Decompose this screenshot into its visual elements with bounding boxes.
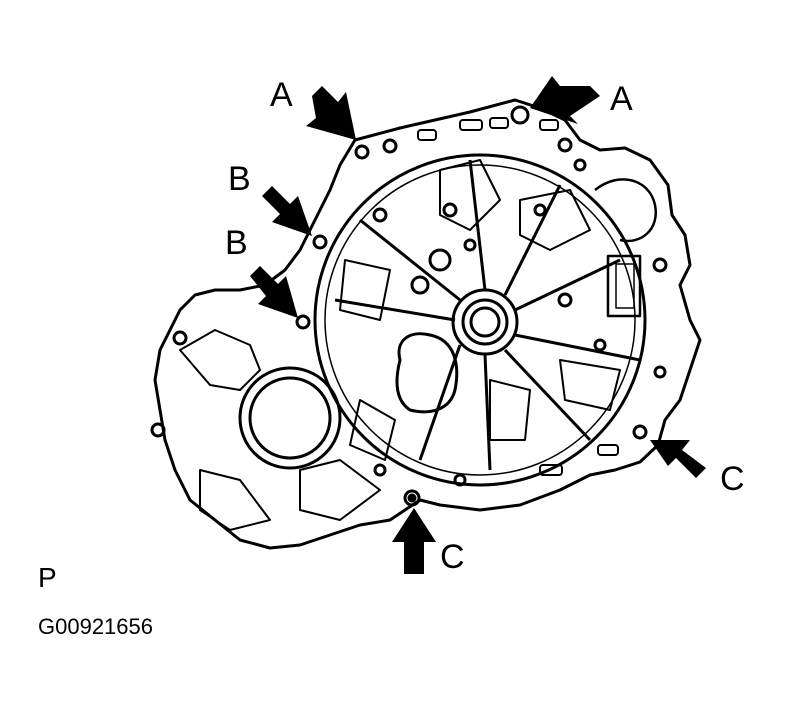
arrow-b-upper xyxy=(262,186,312,236)
arrow-a-left xyxy=(306,86,356,140)
view-label: P xyxy=(38,562,57,593)
callout-c-right: C xyxy=(720,460,745,498)
callout-a-right: A xyxy=(610,80,633,118)
bell-housing-ring xyxy=(313,153,647,487)
callout-b-lower: B xyxy=(225,224,248,262)
callout-b-upper: B xyxy=(228,160,251,198)
callout-c-lower: C xyxy=(440,538,465,576)
arrow-b-lower xyxy=(250,266,298,318)
arrow-c-right xyxy=(650,440,706,478)
callout-a-left: A xyxy=(270,76,293,114)
figure-id: G00921656 xyxy=(38,614,153,639)
case-outline xyxy=(153,98,702,550)
arrow-c-lower xyxy=(392,508,436,574)
differential-bore xyxy=(238,366,342,470)
arrow-a-right xyxy=(530,76,600,124)
